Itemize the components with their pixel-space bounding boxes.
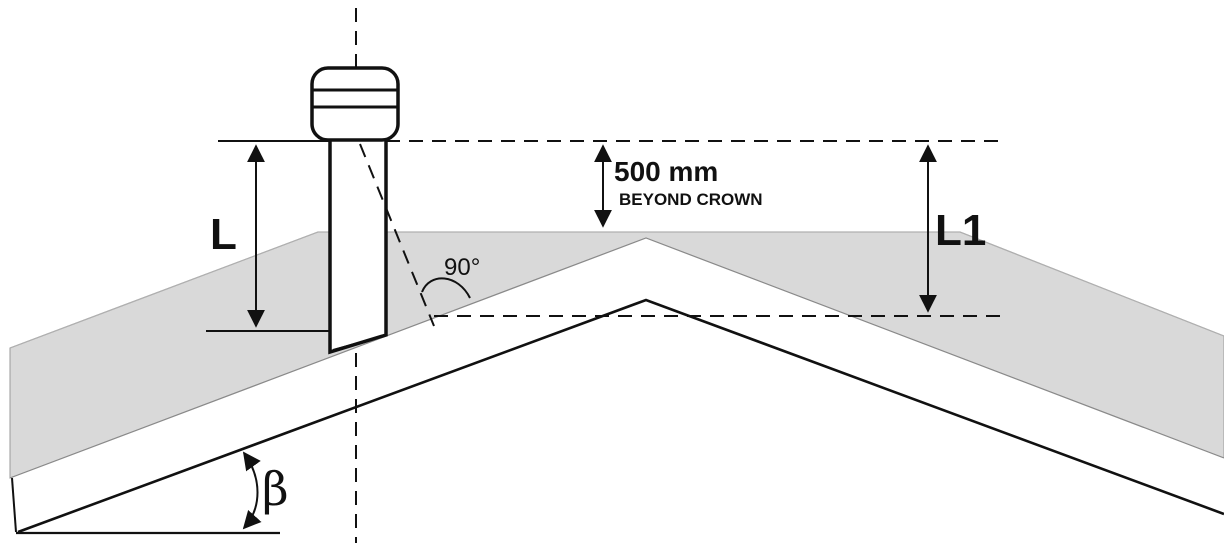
pipe-inner-line — [332, 335, 385, 351]
clearance-value: 500 mm — [614, 156, 718, 187]
chimney-pipe — [328, 140, 388, 355]
l1-label: L1 — [935, 206, 986, 255]
rafter-line — [17, 298, 1224, 534]
base-left-edge — [11, 477, 17, 533]
pitch-angle-label: β — [262, 462, 289, 516]
covering-top-edge — [9, 231, 1224, 349]
roof-crown-line — [9, 237, 1224, 479]
right-angle-label: 90° — [444, 254, 480, 281]
cowl-cap — [310, 66, 400, 142]
l-label: L — [210, 210, 237, 259]
clearance-note: BEYOND CROWN — [619, 190, 763, 209]
perpendicular-dashed-line — [359, 143, 435, 327]
roof-underlay — [10, 238, 1224, 532]
pitch-angle-arc — [242, 451, 262, 530]
right-angle-arc — [421, 277, 471, 299]
